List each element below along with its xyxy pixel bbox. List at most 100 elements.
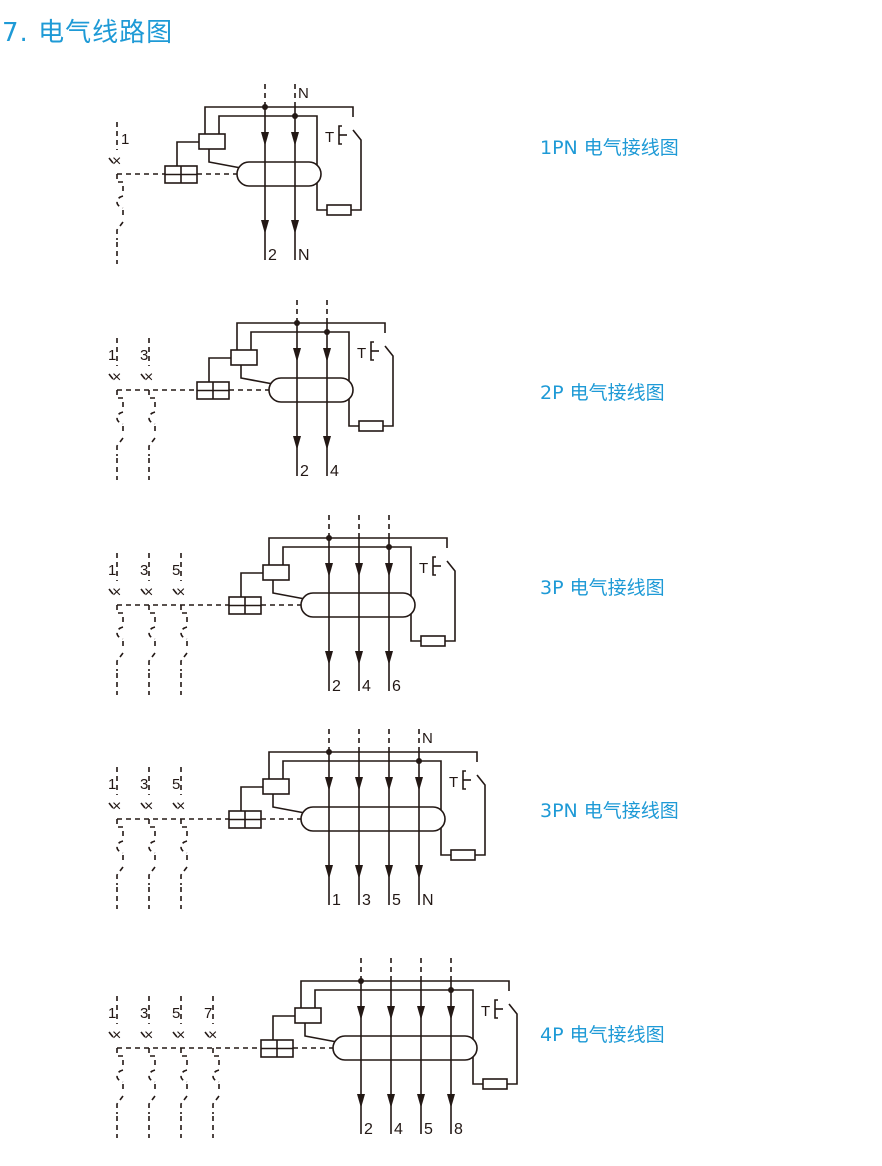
line-top-label: N xyxy=(422,730,433,747)
bus-wire xyxy=(282,546,421,642)
caption-3pn: 3PN 电气接线图 xyxy=(540,800,679,822)
relay-to-sensor-wire xyxy=(272,580,306,600)
arrow-head xyxy=(325,563,333,577)
arrow-head xyxy=(387,1094,395,1108)
breaker-contact-icon: × xyxy=(208,1027,217,1044)
arrow-head xyxy=(387,1006,395,1020)
output-terminal-label: 5 xyxy=(392,892,401,909)
arrow-head xyxy=(325,651,333,665)
arrow-head xyxy=(355,865,363,879)
output-terminal-label: N xyxy=(298,247,310,264)
arrow-head xyxy=(293,436,301,450)
input-terminal-label: 3 xyxy=(140,562,148,579)
input-terminal-label: 1 xyxy=(108,1005,116,1022)
breaker-trip-spring xyxy=(212,1048,220,1138)
breaker-contact-icon: × xyxy=(176,798,185,815)
arrow-head xyxy=(355,563,363,577)
bus-wire xyxy=(236,322,386,350)
arrow-head xyxy=(355,651,363,665)
breaker-contact-icon: × xyxy=(144,1027,153,1044)
arrow-head xyxy=(415,777,423,791)
input-terminal-label: 5 xyxy=(172,776,180,793)
line-top-label: N xyxy=(298,85,309,102)
input-terminal-label: 3 xyxy=(140,776,148,793)
breaker-trip-spring xyxy=(148,605,156,695)
relay-to-sensor-wire xyxy=(272,794,306,814)
breaker-trip-spring xyxy=(116,390,124,480)
breaker-contact-blade xyxy=(204,1031,210,1038)
test-button-wire xyxy=(383,345,394,427)
input-terminal-label: 3 xyxy=(140,1005,148,1022)
breaker-trip-spring xyxy=(148,819,156,909)
arrow-head xyxy=(385,777,393,791)
test-button-wire xyxy=(351,129,362,211)
output-terminal-label: 2 xyxy=(364,1121,373,1138)
test-button-label: T xyxy=(325,129,334,146)
breaker-contact-blade xyxy=(172,1031,178,1038)
test-button-label: T xyxy=(357,345,366,362)
current-transformer xyxy=(268,377,354,403)
output-terminal-label: 5 xyxy=(424,1121,433,1138)
relay-coil-box xyxy=(262,564,290,581)
wiring-diagram-1pn: 1× 2 N N T xyxy=(108,84,362,264)
breaker-contact-icon: × xyxy=(144,798,153,815)
output-terminal-label: 2 xyxy=(300,463,309,480)
arrow-head xyxy=(261,220,269,234)
breaker-trip-spring xyxy=(116,174,124,264)
output-terminal-label: 4 xyxy=(330,463,339,480)
breaker-contact-blade xyxy=(108,1031,114,1038)
test-button-label: T xyxy=(449,774,458,791)
input-terminal-label: 1 xyxy=(121,131,129,148)
current-transformer xyxy=(236,161,322,187)
input-terminal-label: 1 xyxy=(108,562,116,579)
arrow-head xyxy=(261,132,269,146)
bus-wire xyxy=(282,760,451,856)
output-terminal-label: 2 xyxy=(268,247,277,264)
bus-wire xyxy=(314,989,483,1085)
breaker-contact-blade xyxy=(140,1031,146,1038)
breaker-contact-icon: × xyxy=(112,153,121,170)
resistor xyxy=(450,849,476,861)
breaker-contact-blade xyxy=(108,373,114,380)
breaker-contact-icon: × xyxy=(112,1027,121,1044)
junction-dot xyxy=(292,113,298,119)
breaker-contact-blade xyxy=(108,157,114,164)
output-terminal-label: 4 xyxy=(394,1121,403,1138)
arrow-head xyxy=(417,1006,425,1020)
relay-to-trip-wire xyxy=(240,572,263,597)
breaker-trip-spring xyxy=(180,1048,188,1138)
bus-wire xyxy=(300,980,510,1008)
breaker-trip-spring xyxy=(148,1048,156,1138)
breaker-contact-blade xyxy=(108,588,114,595)
relay-to-trip-wire xyxy=(272,1015,295,1040)
arrow-head xyxy=(325,777,333,791)
arrow-head xyxy=(291,132,299,146)
bus-wire xyxy=(268,751,478,779)
breaker-contact-icon: × xyxy=(112,369,121,386)
arrow-head xyxy=(357,1006,365,1020)
junction-dot xyxy=(326,535,332,541)
output-terminal-label: 1 xyxy=(332,892,341,909)
test-button-wire xyxy=(445,560,456,642)
arrow-head xyxy=(291,220,299,234)
arrow-head xyxy=(357,1094,365,1108)
resistor xyxy=(358,420,384,432)
arrow-head xyxy=(325,865,333,879)
input-terminal-label: 1 xyxy=(108,347,116,364)
breaker-contact-blade xyxy=(140,802,146,809)
input-terminal-label: 7 xyxy=(204,1005,212,1022)
section-title: 7. 电气线路图 xyxy=(2,18,174,48)
junction-dot xyxy=(416,758,422,764)
arrow-head xyxy=(417,1094,425,1108)
input-terminal-label: 5 xyxy=(172,562,180,579)
relay-coil-box xyxy=(262,778,290,795)
current-transformer xyxy=(332,1035,478,1061)
output-terminal-label: 6 xyxy=(392,678,401,695)
input-terminal-label: 3 xyxy=(140,347,148,364)
junction-dot xyxy=(324,329,330,335)
breaker-contact-icon: × xyxy=(176,1027,185,1044)
